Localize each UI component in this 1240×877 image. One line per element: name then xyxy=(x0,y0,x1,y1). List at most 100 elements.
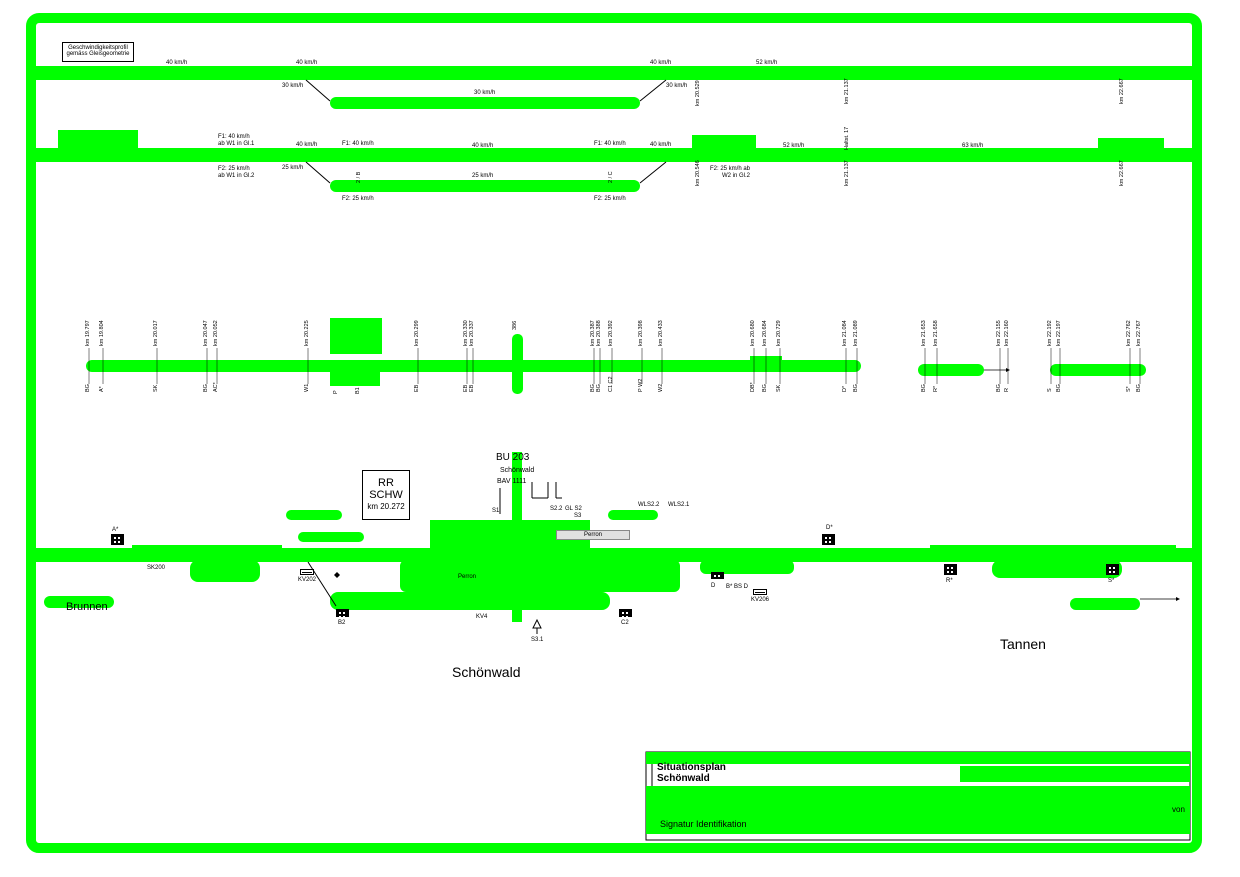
title-line1: Situationsplan xyxy=(657,762,726,773)
km-point-extra: 386 xyxy=(512,320,518,330)
signal-label: B* BS D xyxy=(726,584,749,590)
km-point-value: km 20.337 xyxy=(469,320,475,346)
outer-frame xyxy=(26,13,1202,853)
signal-label: B2 xyxy=(338,620,346,626)
title-von: von xyxy=(1172,805,1185,814)
station-misc: S3.1 xyxy=(531,637,544,643)
left-place: Brunnen xyxy=(66,601,108,613)
km-point-value: km 22.767 xyxy=(1136,320,1142,346)
station-misc: S1 xyxy=(492,508,500,514)
km-line-mid xyxy=(918,364,984,376)
bu-line1: Schönwald xyxy=(500,467,535,474)
km-point-value: km 22.197 xyxy=(1056,320,1062,346)
rr-line1: RR xyxy=(378,477,394,489)
km-point-tag: BG xyxy=(996,384,1002,392)
title-line3: Signatur Identifikation xyxy=(660,819,747,829)
profile1-track xyxy=(36,66,1192,80)
speed-label: F2: 25 km/h xyxy=(342,196,374,202)
km-mark: km 21.137 xyxy=(844,160,850,186)
speed-label: ab W1 in Gl.2 xyxy=(218,173,255,179)
km-point-tag: SK xyxy=(776,384,782,392)
km-point-value: km 19.797 xyxy=(85,320,91,346)
km-mark: km 22.667 xyxy=(1119,160,1125,186)
km-point-value: km 20.388 xyxy=(596,320,602,346)
speed-label: F1: 40 km/h xyxy=(342,141,374,147)
km-point-tag: BG xyxy=(1136,384,1142,392)
station-misc: WLS2.1 xyxy=(668,502,690,508)
signal-label: S* xyxy=(1108,578,1115,584)
km-point-value: km 20.684 xyxy=(762,320,768,346)
speed-label: 63 km/h xyxy=(962,143,984,149)
title-line2: Schönwald xyxy=(657,773,710,784)
km-point-value: km 20.047 xyxy=(203,320,209,346)
km-point-tag: BG xyxy=(596,384,602,392)
km-point-value: km 22.160 xyxy=(1004,320,1010,346)
km-point-value: km 21.658 xyxy=(933,320,939,346)
km-point-value: km 20.729 xyxy=(776,320,782,346)
speed-label: 25 km/h xyxy=(472,173,494,179)
speed-label: 30 km/h xyxy=(666,83,688,89)
km-point-tag: S xyxy=(1047,388,1053,392)
speed-label: F2: 25 km/h ab xyxy=(710,166,751,172)
station-misc: WLS2.2 xyxy=(638,502,660,508)
km-point-value: km 22.155 xyxy=(996,320,1002,346)
speed-label: 25 km/h xyxy=(282,165,304,171)
track-label: SK200 xyxy=(147,565,166,571)
station-main-track xyxy=(36,548,1192,562)
speed-label: F1: 40 km/h xyxy=(594,141,626,147)
km-point-tag: R xyxy=(1004,388,1010,392)
rr-line2: SCHW xyxy=(369,489,403,501)
km-point-tag: BG xyxy=(853,384,859,392)
km-point-extra: P xyxy=(333,390,339,394)
signal-icon xyxy=(1106,564,1119,575)
km-point-value: km 22.192 xyxy=(1047,320,1053,346)
km-point-value: km 21.089 xyxy=(853,320,859,346)
km-mark: km 21.137 xyxy=(844,78,850,104)
km-point-tag: DB* xyxy=(750,382,756,392)
center-place: Schönwald xyxy=(452,664,521,680)
signal-icon xyxy=(711,572,724,579)
km-line-main xyxy=(86,360,861,372)
km-point-value: km 21.653 xyxy=(921,320,927,346)
speed-label: 40 km/h xyxy=(166,60,188,66)
km-mark: km 20.529 xyxy=(695,80,701,106)
km-mark: km 20.546 xyxy=(695,160,701,186)
km-point-value: km 21.084 xyxy=(842,320,848,346)
km-point-value: km 20.680 xyxy=(750,320,756,346)
station-misc: GL S2 xyxy=(565,506,582,512)
signal-label: D xyxy=(711,583,716,589)
km-point-value: km 22.762 xyxy=(1126,320,1132,346)
km-mark: Haltst. 17 xyxy=(844,126,850,150)
station-misc: S3 xyxy=(574,513,582,519)
speed-label: 30 km/h xyxy=(282,83,304,89)
km-line-right xyxy=(1050,364,1146,376)
track-ref: 2 / B xyxy=(356,171,362,183)
km-point-tag: SK xyxy=(153,384,159,392)
signal-icon xyxy=(111,534,124,545)
station-misc: S2.2 xyxy=(550,506,563,512)
speed-label: F2: 25 km/h xyxy=(218,166,250,172)
km-point-tag: W2 xyxy=(658,383,664,392)
kv-icon xyxy=(753,589,767,595)
signal-label: A* xyxy=(112,527,119,533)
speed-label: 40 km/h xyxy=(296,142,318,148)
km-point-tag: BG xyxy=(203,384,209,392)
profile2-track xyxy=(36,148,1192,162)
km-point-value: km 20.398 xyxy=(638,320,644,346)
rr-km: km 20.272 xyxy=(367,502,405,511)
perron-label-2: Perron xyxy=(583,532,602,538)
bu-title: BU 203 xyxy=(496,452,530,463)
speed-label: W2 in Gl.2 xyxy=(722,173,751,179)
profile1-siding xyxy=(330,97,640,109)
track-ref: 2 / C xyxy=(608,171,614,183)
perron-box: Perron xyxy=(556,530,630,540)
profile2-siding xyxy=(330,180,640,192)
km-point-tag: W1 xyxy=(304,383,310,392)
km-point-tag: C1 C2 xyxy=(608,376,614,392)
station-misc: KV4 xyxy=(476,614,488,620)
speed-profile-title-line2: gemäss Gleisgeometrie xyxy=(66,51,130,57)
right-place: Tannen xyxy=(1000,636,1046,652)
km-point-tag: P W2 xyxy=(638,378,644,392)
